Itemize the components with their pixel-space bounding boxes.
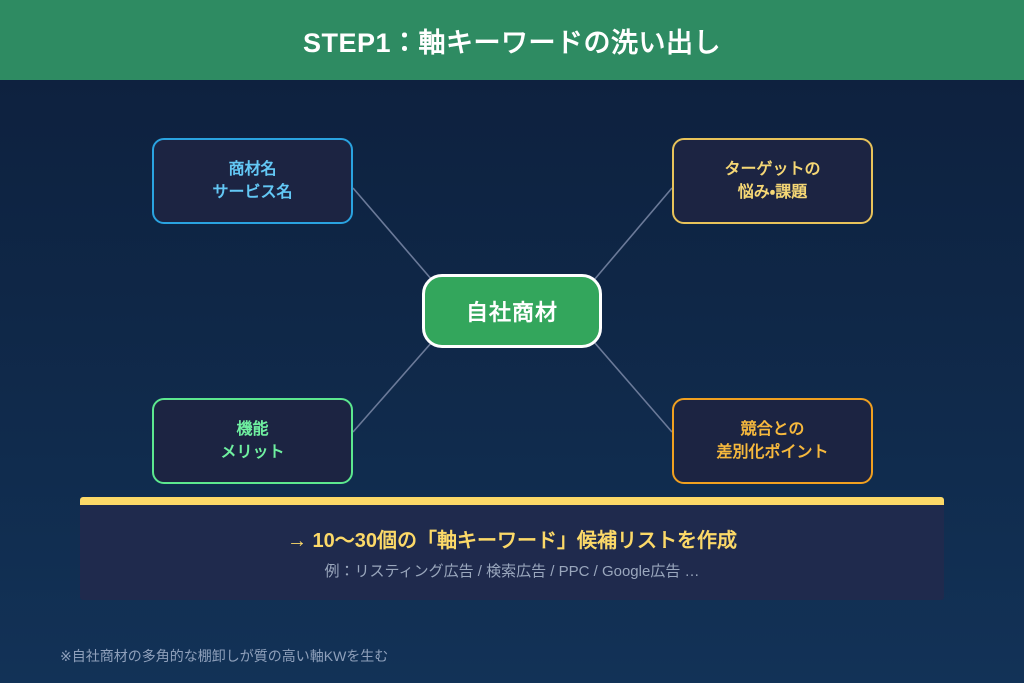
node-features-line1: 機能 <box>236 420 269 438</box>
node-features-line2: メリット <box>220 444 285 461</box>
footnote-text: ※自社商材の多角的な棚卸しが質の高い軸KWを生む <box>60 648 389 664</box>
node-product-line1: 商材名 <box>228 160 277 178</box>
connector-competitor-to-center <box>593 341 673 433</box>
summary-main-text: → 10〜30個の「軸キーワード」候補リストを作成 <box>286 530 738 552</box>
connector-target-to-center <box>593 187 673 281</box>
diagram-area: 商材名 サービス名 ターゲットの 悩み・課題 機能 メリット 競合との 差別化ポ… <box>0 80 1024 683</box>
summary-accent-bar <box>80 497 944 505</box>
node-center-product[interactable]: 自社商材 <box>422 274 602 348</box>
page-title: STEP1：軸キーワードの洗い出し <box>302 27 722 58</box>
node-competitor-line1: 競合との <box>740 420 805 438</box>
node-product-line2: サービス名 <box>212 184 293 201</box>
node-competitor-line2: 差別化ポイント <box>716 444 829 461</box>
connector-features-to-center <box>352 341 433 433</box>
summary-example-text: 例：リスティング広告 / 検索広告 / PPC / Google広告 … <box>324 563 700 580</box>
node-target-line1: ターゲットの <box>724 160 821 178</box>
node-competitor[interactable]: 競合との 差別化ポイント <box>672 398 873 484</box>
node-target-line2: 悩み・課題 <box>737 184 808 201</box>
summary-body: → 10〜30個の「軸キーワード」候補リストを作成 例：リスティング広告 / 検… <box>80 505 944 600</box>
connector-product-to-center <box>352 187 433 281</box>
node-target[interactable]: ターゲットの 悩み・課題 <box>672 138 873 224</box>
node-center-label: 自社商材 <box>465 300 558 325</box>
header-bar: STEP1：軸キーワードの洗い出し <box>0 0 1024 80</box>
summary-panel: → 10〜30個の「軸キーワード」候補リストを作成 例：リスティング広告 / 検… <box>80 497 944 600</box>
node-product[interactable]: 商材名 サービス名 <box>152 138 353 224</box>
node-features[interactable]: 機能 メリット <box>152 398 353 484</box>
